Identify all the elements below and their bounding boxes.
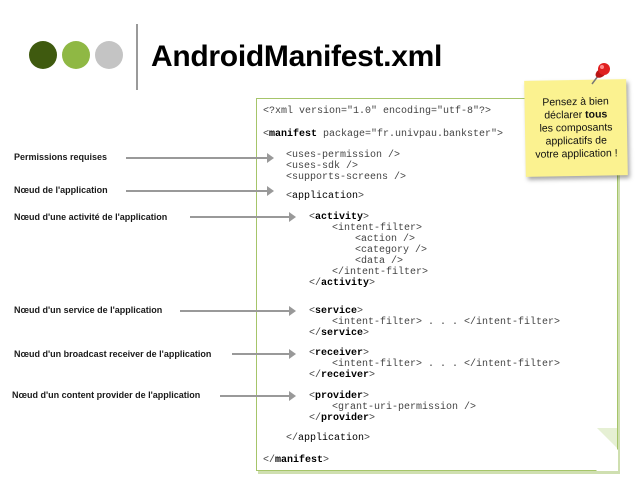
service-open-line: <service>: [309, 306, 364, 317]
receiver-open-line: <receiver>: [309, 348, 370, 359]
receiver-close-line: </receiver>: [309, 370, 376, 381]
intent-filter-close-line: </intent-filter>: [332, 267, 429, 278]
supports-screens-line: <supports-screens />: [286, 172, 407, 183]
uses-permission-line: <uses-permission />: [286, 150, 401, 161]
service-close-line: </service>: [309, 328, 370, 339]
activity-close-line: </activity>: [309, 278, 376, 289]
application-close-line: </application>: [286, 433, 371, 444]
arrow-service-node: [180, 306, 296, 316]
dark-green-dot: [29, 41, 57, 69]
sticky-note-text: Pensez à bien déclarer tous les composan…: [535, 95, 618, 161]
label-service-node: Nœud d'un service de l'application: [14, 305, 163, 315]
arrow-application-node: [126, 186, 274, 196]
manifest-close-line: </manifest>: [263, 455, 330, 466]
receiver-intent-filter-line: <intent-filter> . . . </intent-filter>: [332, 359, 561, 370]
arrow-provider-node: [220, 391, 296, 401]
provider-open-line: <provider>: [309, 391, 370, 402]
data-line: <data />: [355, 256, 404, 267]
sticky-note: Pensez à bien déclarer tous les composan…: [524, 79, 628, 177]
xml-declaration: <?xml version="1.0" encoding="utf-8"?>: [263, 106, 492, 117]
activity-open-line: <activity>: [309, 212, 370, 223]
arrow-activity-node: [190, 212, 296, 222]
grey-dot: [95, 41, 123, 69]
grant-uri-permission-line: <grant-uri-permission />: [332, 402, 477, 413]
application-open-line: <application>: [286, 191, 365, 202]
action-line: <action />: [355, 234, 416, 245]
page-title: AndroidManifest.xml: [151, 40, 442, 73]
label-application-node: Nœud de l'application: [14, 185, 108, 195]
label-receiver-node: Nœud d'un broadcast receiver de l'applic…: [14, 349, 212, 359]
title-divider: [136, 24, 138, 90]
label-activity-node: Nœud d'une activité de l'application: [14, 212, 168, 222]
label-provider-node: Nœud d'un content provider de l'applicat…: [12, 390, 201, 400]
arrow-permissions: [126, 153, 274, 163]
page-curl: [596, 428, 618, 471]
provider-close-line: </provider>: [309, 413, 376, 424]
intent-filter-open-line: <intent-filter>: [332, 223, 423, 234]
light-green-dot: [62, 41, 90, 69]
pushpin-icon: [591, 63, 610, 85]
service-intent-filter-line: <intent-filter> . . . </intent-filter>: [332, 317, 561, 328]
manifest-open-line: <manifest package="fr.univpau.bankster">: [263, 129, 504, 140]
uses-sdk-line: <uses-sdk />: [286, 161, 359, 172]
label-permissions: Permissions requises: [14, 152, 108, 162]
category-line: <category />: [355, 245, 428, 256]
arrow-receiver-node: [232, 349, 296, 359]
